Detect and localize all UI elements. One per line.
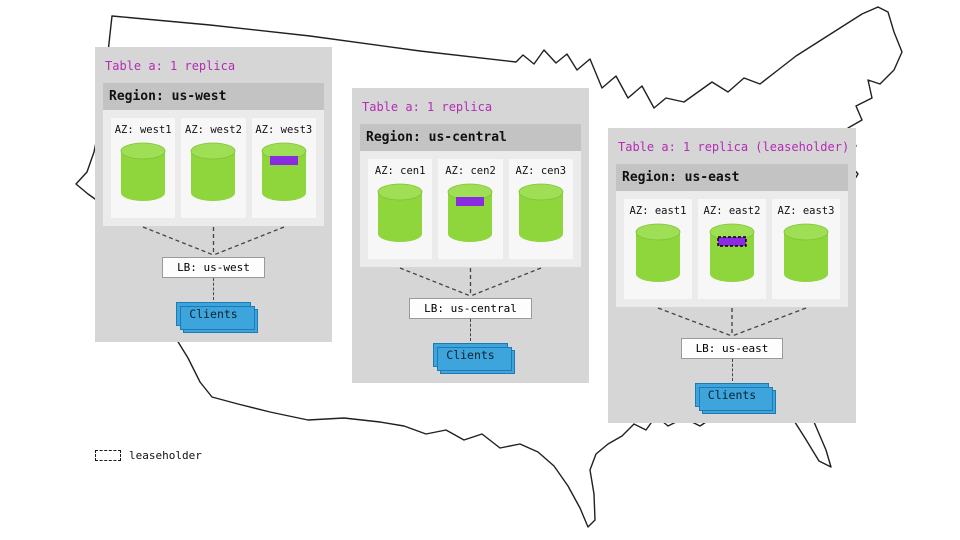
lb-connector-lines <box>142 226 285 256</box>
replica-cylinder-icon <box>448 183 493 242</box>
replica-cylinder-icon <box>261 142 307 201</box>
az-box: AZ: west2 <box>181 118 246 218</box>
cylinder-top <box>377 183 423 201</box>
clients-connector-line <box>213 278 214 300</box>
az-box: AZ: cen2 <box>438 159 503 259</box>
az-label: AZ: cen1 <box>374 165 426 177</box>
region-panel: Table a: 1 replica Region: us-west AZ: w… <box>95 47 332 342</box>
region-label: Region: us-west <box>103 83 324 110</box>
lb-label: LB: us-west <box>162 257 265 278</box>
lb-row: LB: us-east <box>616 337 848 359</box>
panel-title: Table a: 1 replica <box>105 59 236 73</box>
region-box: Region: us-central AZ: cen1 AZ: cen2 AZ:… <box>360 124 581 267</box>
region-label: Region: us-east <box>616 164 848 191</box>
az-label: AZ: east2 <box>703 205 761 217</box>
replica-badge <box>717 236 747 247</box>
replica-cylinder-icon <box>377 183 423 242</box>
az-row: AZ: cen1 AZ: cen2 AZ: cen3 <box>360 151 581 267</box>
az-box: AZ: cen3 <box>508 159 573 259</box>
az-label: AZ: east3 <box>777 205 835 217</box>
replica-cylinder-icon <box>635 223 681 282</box>
az-label: AZ: west2 <box>185 124 242 136</box>
az-row: AZ: west1 AZ: west2 AZ: west3 <box>103 110 324 226</box>
replica-cylinder-icon <box>783 223 829 282</box>
panel-title: Table a: 1 replica <box>362 100 493 114</box>
region-label: Region: us-central <box>360 124 581 151</box>
replica-cylinder-icon <box>191 142 236 201</box>
region-box: Region: us-west AZ: west1 AZ: west2 AZ: … <box>103 83 324 226</box>
lb-connector-lines <box>657 307 807 337</box>
leaseholder-swatch-icon <box>95 450 121 461</box>
panel-title: Table a: 1 replica (leaseholder) <box>618 140 850 154</box>
az-box: AZ: east1 <box>624 199 692 299</box>
cylinder-top <box>783 223 829 241</box>
clients-row: Clients <box>360 341 581 374</box>
az-box: AZ: east2 <box>698 199 766 299</box>
az-box: AZ: cen1 <box>368 159 433 259</box>
clients-row: Clients <box>103 300 324 333</box>
cylinder-body <box>518 192 563 242</box>
cylinder-body <box>378 192 423 242</box>
clients-label: Clients <box>446 348 495 362</box>
az-label: AZ: west3 <box>255 124 313 136</box>
lb-row: LB: us-central <box>360 297 581 319</box>
replica-badge <box>456 197 485 206</box>
az-box: AZ: east3 <box>772 199 840 299</box>
clients-label: Clients <box>707 388 757 402</box>
az-label: AZ: west1 <box>114 124 172 136</box>
replica-cylinder-icon <box>518 183 564 242</box>
clients-box: Clients <box>433 343 516 374</box>
lb-connector-lines <box>399 267 542 297</box>
replica-cylinder-icon <box>120 142 166 201</box>
cylinder-body <box>636 232 680 282</box>
leaseholder-legend: leaseholder <box>95 449 202 462</box>
cylinder-top <box>191 142 236 160</box>
lb-label: LB: us-central <box>409 298 532 319</box>
az-label: AZ: cen3 <box>515 165 567 177</box>
az-label: AZ: east1 <box>629 205 687 217</box>
clients-connector-line <box>470 319 471 341</box>
cylinder-body <box>191 151 236 201</box>
replica-badge <box>269 156 298 165</box>
cylinder-body <box>784 232 828 282</box>
cylinder-top <box>518 183 564 201</box>
clients-connector-line <box>731 359 733 381</box>
az-box: AZ: west3 <box>251 118 316 218</box>
az-label: AZ: cen2 <box>445 165 496 177</box>
cylinder-body <box>121 151 166 201</box>
replica-cylinder-icon <box>709 223 755 282</box>
region-panel: Table a: 1 replica (leaseholder) Region:… <box>608 128 856 423</box>
leaseholder-legend-label: leaseholder <box>129 449 202 462</box>
cylinder-top <box>120 142 166 160</box>
region-panel: Table a: 1 replica Region: us-central AZ… <box>352 88 589 383</box>
region-box: Region: us-east AZ: east1 AZ: east2 AZ: … <box>616 164 848 307</box>
clients-box: Clients <box>176 302 259 333</box>
clients-box: Clients <box>694 383 777 414</box>
cylinder-top <box>635 223 681 241</box>
az-box: AZ: west1 <box>111 118 176 218</box>
lb-label: LB: us-east <box>680 338 784 359</box>
clients-row: Clients <box>616 381 848 414</box>
lb-row: LB: us-west <box>103 256 324 278</box>
az-row: AZ: east1 AZ: east2 AZ: east3 <box>616 191 848 307</box>
clients-label: Clients <box>189 307 238 321</box>
